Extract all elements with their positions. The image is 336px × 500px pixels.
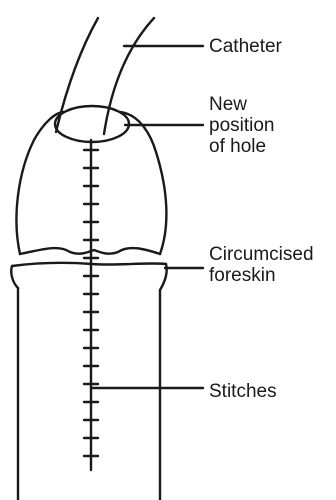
stitches-label-text: Stitches: [209, 381, 277, 402]
new-hole-label: New position of hole: [209, 94, 275, 157]
foreskin-label: Circumcised foreskin: [209, 244, 314, 286]
stitches-label: Stitches: [209, 381, 277, 402]
catheter-label: Catheter: [209, 36, 282, 57]
foreskin-label-line-2: foreskin: [209, 265, 314, 286]
urethral-opening: [55, 106, 129, 142]
catheter-label-text: Catheter: [209, 36, 282, 57]
new-hole-label-line-3: of hole: [209, 136, 275, 157]
foreskin-band-top: [12, 263, 166, 266]
foreskin-label-line-1: Circumcised: [209, 244, 314, 265]
catheter-tube-right-edge: [104, 18, 154, 134]
catheter-tube-left-edge: [56, 18, 98, 132]
foreskin-band-left: [11, 266, 18, 288]
new-hole-label-line-2: position: [209, 115, 275, 136]
new-hole-label-line-1: New: [209, 94, 275, 115]
